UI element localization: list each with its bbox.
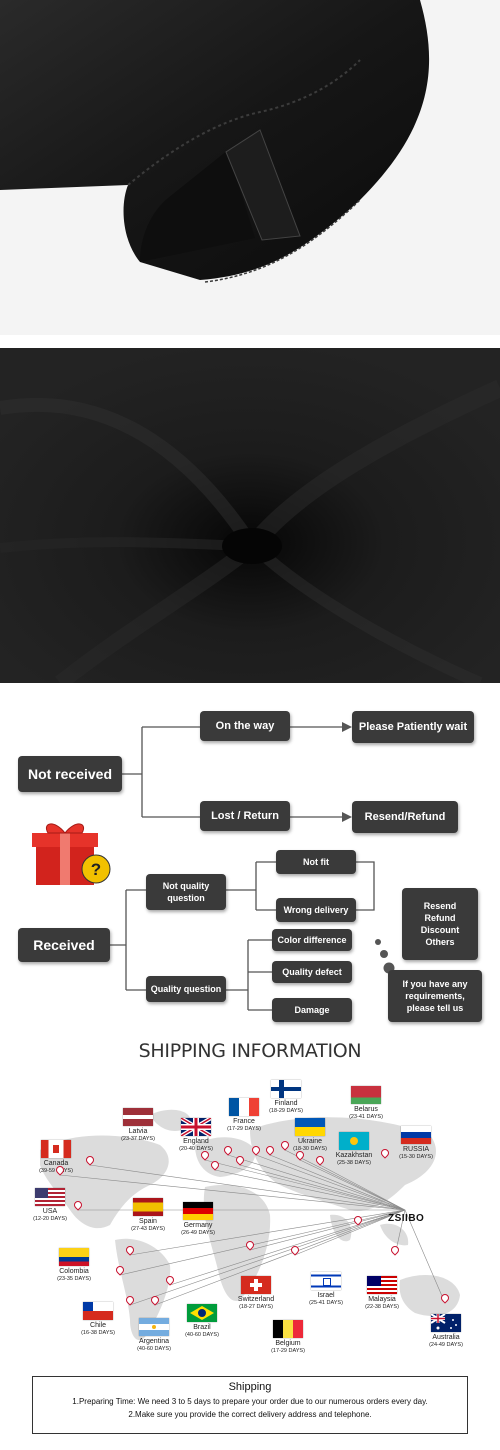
lost-return-box: Lost / Return <box>200 801 290 831</box>
country-malaysia: Malaysia(22-38 DAYS) <box>352 1276 412 1310</box>
shipping-notes-box: Shipping 1.Preparing Time: We need 3 to … <box>32 1376 468 1434</box>
belarus-flag-icon <box>351 1086 381 1104</box>
option-others: Others <box>425 937 455 948</box>
gift-question-icon: ? <box>24 815 114 889</box>
country-england: England(20-40 DAYS) <box>166 1118 226 1152</box>
france-flag-icon <box>229 1098 259 1116</box>
color-difference-box: Color difference <box>272 929 352 951</box>
svg-text:?: ? <box>91 860 101 879</box>
country-kazakhstan: Kazakhstan(25-38 DAYS) <box>324 1132 384 1166</box>
shipping-notes-title: Shipping <box>228 1381 272 1393</box>
ukraine-flag-icon <box>295 1118 325 1136</box>
switzerland-flag-icon <box>241 1276 271 1294</box>
brand-logo: ZSIIBO <box>388 1213 425 1224</box>
malaysia-flag-icon <box>367 1276 397 1294</box>
shipping-title: SHIPPING INFORMATION <box>138 1040 362 1062</box>
canada-flag-icon <box>41 1140 71 1158</box>
not-received-box: Not received <box>18 756 122 792</box>
wrong-delivery-box: Wrong delivery <box>276 898 356 922</box>
finland-flag-icon <box>271 1080 301 1098</box>
received-box: Received <box>18 928 110 962</box>
argentina-flag-icon <box>139 1318 169 1336</box>
country-germany: Germany(26-49 DAYS) <box>168 1202 228 1236</box>
world-map <box>40 1109 460 1341</box>
country-switzerland: Switzerland(18-27 DAYS) <box>226 1276 286 1310</box>
option-resend: Resend <box>423 900 457 911</box>
country-brazil: Brazil(40-60 DAYS) <box>172 1304 232 1338</box>
country-colombia: Colombia(23-35 DAYS) <box>44 1248 104 1282</box>
country-belarus: Belarus(23-41 DAYS) <box>336 1086 396 1120</box>
chile-flag-icon <box>83 1302 113 1320</box>
country-australia: Australia(24-49 DAYS) <box>416 1314 476 1348</box>
brazil-flag-icon <box>187 1304 217 1322</box>
resend-refund-box: Resend/Refund <box>352 801 458 833</box>
country-usa: USA(12-20 DAYS) <box>20 1188 80 1222</box>
please-wait-box: Please Patiently wait <box>352 711 474 743</box>
quality-defect-box: Quality defect <box>272 961 352 983</box>
options-box: Resend Refund Discount Others <box>402 888 478 960</box>
country-russia: RUSSIA(15-30 DAYS) <box>386 1126 446 1160</box>
requirements-box: If you have any requirements, please tel… <box>388 970 482 1022</box>
israel-flag-icon <box>311 1272 341 1290</box>
kazakhstan-flag-icon <box>339 1132 369 1150</box>
country-spain: Spain(27-43 DAYS) <box>118 1198 178 1232</box>
spain-flag-icon <box>133 1198 163 1216</box>
country-israel: Israel(25-41 DAYS) <box>296 1272 356 1306</box>
country-belgium: Belgium(17-29 DAYS) <box>258 1320 318 1354</box>
quality-question-box: Quality question <box>146 976 226 1002</box>
shipping-note-2: 2.Make sure you provide the correct deli… <box>128 1410 372 1419</box>
australia-flag-icon <box>431 1314 461 1332</box>
belgium-flag-icon <box>273 1320 303 1338</box>
england-flag-icon <box>181 1118 211 1136</box>
country-latvia: Latvia(23-37 DAYS) <box>108 1108 168 1142</box>
not-quality-question-box: Not quality question <box>146 874 226 910</box>
option-discount: Discount <box>420 925 460 935</box>
option-refund: Refund <box>424 912 456 923</box>
country-argentina: Argentina(40-60 DAYS) <box>124 1318 184 1352</box>
country-ukraine: Ukraine(18-30 DAYS) <box>280 1118 340 1152</box>
flowchart-connectors <box>110 722 395 1011</box>
russia-flag-icon <box>401 1126 431 1144</box>
latvia-flag-icon <box>123 1108 153 1126</box>
damage-box: Damage <box>272 998 352 1022</box>
route-lines <box>59 1149 446 1306</box>
germany-flag-icon <box>183 1202 213 1220</box>
usa-flag-icon <box>35 1188 65 1206</box>
country-finland: Finland(18-29 DAYS) <box>256 1080 316 1114</box>
country-france: France(17-29 DAYS) <box>214 1098 274 1132</box>
colombia-flag-icon <box>59 1248 89 1266</box>
product-photo-crotch <box>0 0 500 335</box>
on-the-way-box: On the way <box>200 711 290 741</box>
product-photo-fabric <box>0 348 500 683</box>
shipping-note-1: 1.Preparing Time: We need 3 to 5 days to… <box>72 1397 428 1406</box>
not-fit-box: Not fit <box>276 850 356 874</box>
country-chile: Chile(16-38 DAYS) <box>68 1302 128 1336</box>
